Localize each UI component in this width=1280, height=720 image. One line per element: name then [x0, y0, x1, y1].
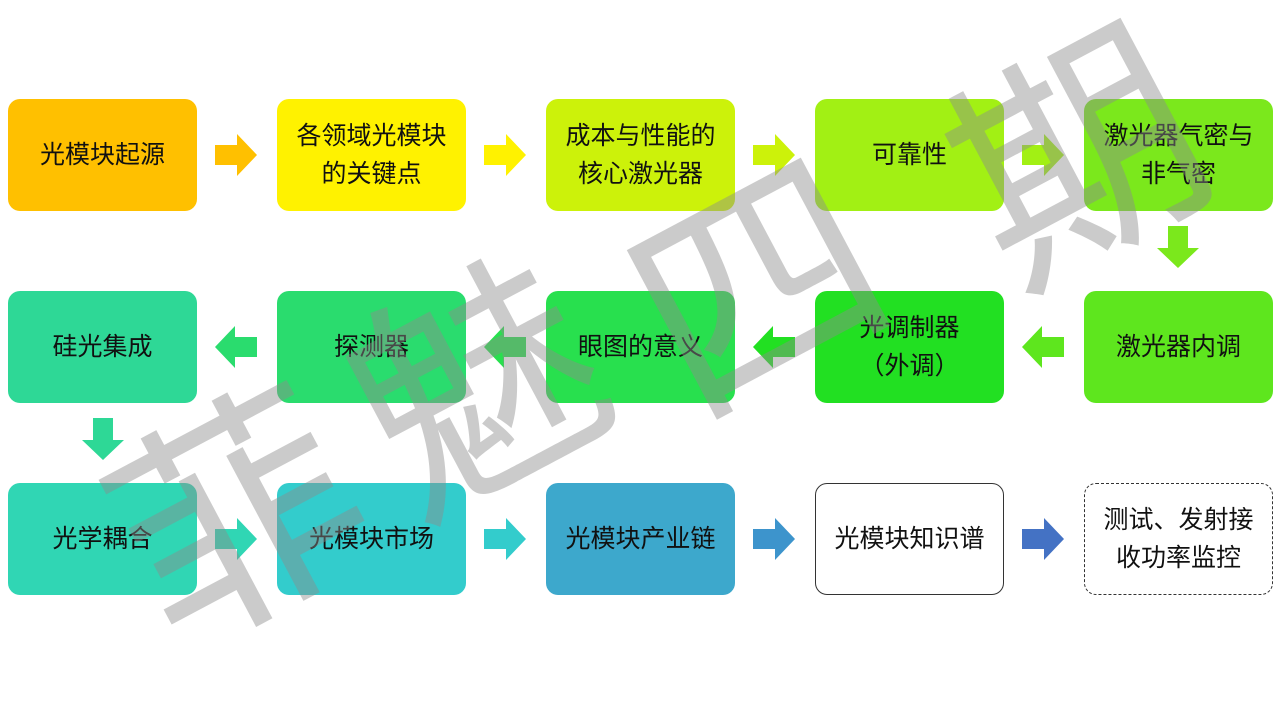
node-power-monitoring: 测试、发射接收功率监控: [1084, 483, 1273, 595]
node-label: 测试、发射接收功率监控: [1103, 505, 1254, 572]
flow-arrow-icon: [1022, 134, 1064, 176]
flow-arrow-icon: [484, 518, 526, 560]
node-optical-module-origin: 光模块起源: [8, 99, 197, 211]
flow-arrow-icon: [215, 134, 257, 176]
node-silicon-photonics: 硅光集成: [8, 291, 197, 403]
node-optical-coupling: 光学耦合: [8, 483, 197, 595]
flow-arrow-icon: [753, 326, 795, 368]
node-direct-modulation: 激光器内调: [1084, 291, 1273, 403]
flow-arrow-icon: [484, 134, 526, 176]
node-label: 光模块产业链: [565, 524, 716, 553]
flow-arrow-icon: [1157, 226, 1199, 268]
node-label: 光模块起源: [39, 140, 165, 169]
node-label: 激光器气密与非气密: [1103, 121, 1254, 188]
node-label: 可靠性: [871, 140, 947, 169]
flow-arrow-icon: [753, 518, 795, 560]
node-label: 硅光集成: [52, 332, 153, 361]
node-label: 探测器: [333, 332, 409, 361]
flow-arrow-icon: [82, 418, 124, 460]
flow-arrow-icon: [484, 326, 526, 368]
node-reliability: 可靠性: [815, 99, 1004, 211]
flow-arrow-icon: [1022, 326, 1064, 368]
node-label: 光模块知识谱: [834, 524, 985, 553]
node-external-modulator: 光调制器（外调）: [815, 291, 1004, 403]
node-label: 成本与性能的核心激光器: [565, 121, 716, 188]
node-label: 光模块市场: [308, 524, 434, 553]
flow-arrow-icon: [1022, 518, 1064, 560]
node-knowledge-map: 光模块知识谱: [815, 483, 1004, 595]
flow-arrow-icon: [215, 518, 257, 560]
node-label: 各领域光模块的关键点: [296, 121, 447, 188]
node-label: 眼图的意义: [577, 332, 703, 361]
node-label: 光学耦合: [52, 524, 153, 553]
flow-arrow-icon: [753, 134, 795, 176]
node-market: 光模块市场: [277, 483, 466, 595]
flow-arrow-icon: [215, 326, 257, 368]
node-core-laser: 成本与性能的核心激光器: [546, 99, 735, 211]
node-detector: 探测器: [277, 291, 466, 403]
node-eye-diagram: 眼图的意义: [546, 291, 735, 403]
node-label: 光调制器（外调）: [859, 313, 960, 380]
node-key-points: 各领域光模块的关键点: [277, 99, 466, 211]
node-label: 激光器内调: [1115, 332, 1241, 361]
node-hermetic: 激光器气密与非气密: [1084, 99, 1273, 211]
node-industry-chain: 光模块产业链: [546, 483, 735, 595]
